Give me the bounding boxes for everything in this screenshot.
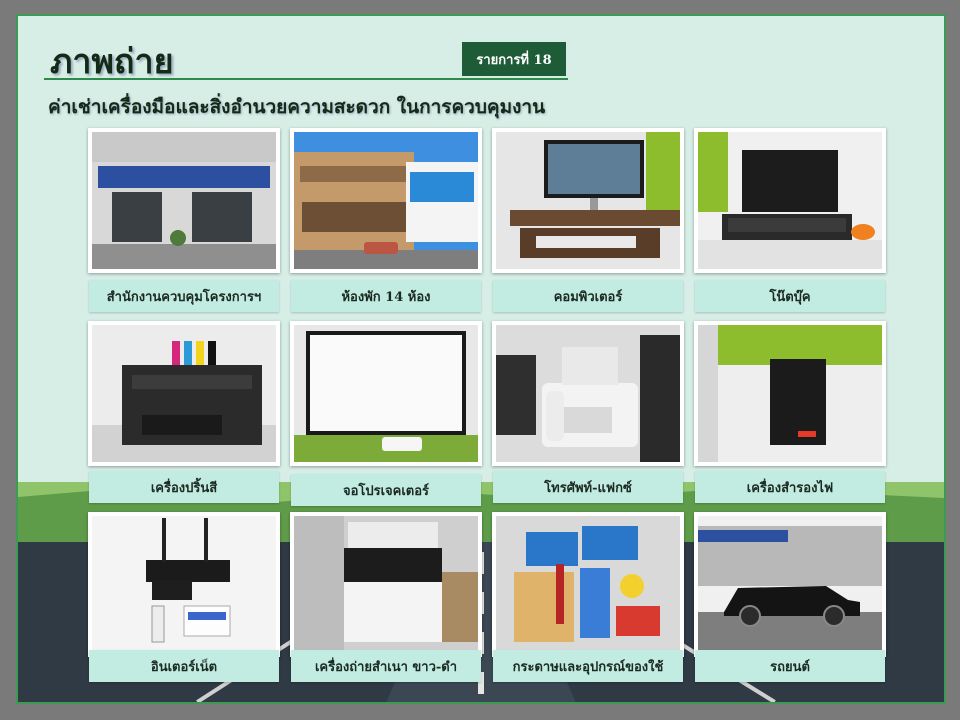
caption-rooms: ห้องพัก 14 ห้อง — [291, 280, 481, 312]
page-title: ภาพถ่าย — [50, 42, 174, 82]
wifi-router-photo — [88, 512, 280, 657]
shophouse-photo — [290, 128, 482, 273]
color-printer-photo — [88, 321, 280, 466]
title-divider — [44, 78, 568, 80]
caption-car: รถยนต์ — [695, 650, 885, 682]
caption-computer: คอมพิวเตอร์ — [493, 280, 683, 312]
caption-printer: เครื่องปริ้นสี — [89, 471, 279, 503]
ups-photo — [694, 321, 886, 466]
laptop-photo — [694, 128, 886, 273]
caption-office: สำนักงานควบคุมโครงการฯ — [89, 280, 279, 312]
desktop-computer-photo — [492, 128, 684, 273]
item-number-badge: รายการที่ 18 — [462, 42, 566, 76]
office-supplies-photo — [492, 512, 684, 657]
caption-laptop: โน๊ตบุ๊ค — [695, 280, 885, 312]
caption-fax: โทรศัพท์-แฟกซ์ — [493, 471, 683, 503]
fax-machine-photo — [492, 321, 684, 466]
caption-ups: เครื่องสำรองไฟ — [695, 471, 885, 503]
caption-copier: เครื่องถ่ายสำเนา ขาว-ดำ — [291, 650, 481, 682]
page-subtitle: ค่าเช่าเครื่องมือและสิ่งอำนวยความสะดวก ใ… — [48, 96, 546, 118]
slide: ภาพถ่าย รายการที่ 18 ค่าเช่าเครื่องมือแล… — [16, 14, 946, 704]
caption-internet: อินเตอร์เน็ต — [89, 650, 279, 682]
caption-supplies: กระดาษและอุปกรณ์ของใช้ — [493, 650, 683, 682]
office-building-photo — [88, 128, 280, 273]
car-photo — [694, 512, 886, 657]
caption-projector: จอโปรเจคเตอร์ — [291, 474, 481, 506]
photocopier-photo — [290, 512, 482, 657]
projector-screen-photo — [290, 321, 482, 466]
